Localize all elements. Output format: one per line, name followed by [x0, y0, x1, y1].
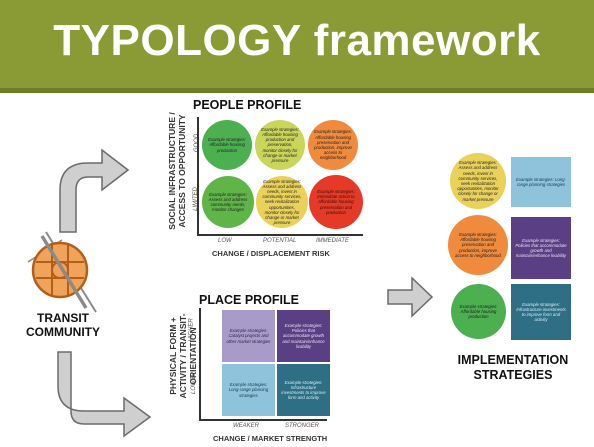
place-y-axis-line — [199, 308, 201, 420]
place-x-axis-line — [199, 419, 327, 421]
people-cell-limited-immediate: Example strategies: Immediate action to … — [309, 175, 363, 229]
place-cell-higher-weaker: Example strategies: Catalyst projects an… — [222, 310, 275, 362]
people-x-tick-low: LOW — [218, 238, 232, 244]
place-cell-higher-stronger: Example strategies: Policies that accomm… — [277, 310, 330, 362]
up-arrow-to-people — [59, 148, 130, 233]
place-cell-lower-stronger: Example strategies: Infrastructure inves… — [277, 364, 330, 416]
people-x-axis-line — [197, 234, 363, 236]
people-cell-limited-low: Example strategies: Assess and address c… — [202, 176, 254, 228]
transit-community-label: TRANSIT COMMUNITY — [26, 311, 100, 339]
header-divider — [0, 88, 594, 93]
place-x-tick-stronger: STRONGER — [285, 423, 320, 429]
slide-title: TYPOLOGY framework — [53, 16, 541, 65]
people-x-tick-immediate: IMMEDIATE — [316, 238, 349, 244]
header-banner — [0, 0, 594, 88]
people-x-tick-potential: POTENTIAL — [263, 238, 297, 244]
people-cell-limited-potential: Example strategies: Assess and address n… — [256, 176, 308, 228]
people-profile-heading: PEOPLE PROFILE — [193, 98, 302, 112]
impl-box-2: Example strategies: Policies that accomm… — [511, 217, 571, 279]
down-arrow-to-place — [57, 351, 152, 438]
place-cell-lower-weaker: Example strategies: Long-range planning … — [222, 364, 275, 416]
impl-box-1: Example strategies: Long-range planning … — [511, 157, 571, 207]
impl-circle-2: Example strategies: Affordable housing p… — [448, 215, 508, 275]
impl-box-3: Example strategies: Infrastructure inves… — [511, 284, 571, 340]
people-y-axis-line — [197, 117, 199, 235]
people-cell-good-low: Example strategies: Affordable housing p… — [202, 120, 252, 170]
people-x-axis-label: CHANGE / DISPLACEMENT RISK — [212, 249, 330, 258]
transit-community-icon — [27, 231, 97, 313]
impl-circle-3: Example strategies: Affordable housing p… — [451, 284, 506, 339]
place-x-axis-label: CHANGE / MARKET STRENGTH — [213, 434, 328, 443]
place-profile-heading: PLACE PROFILE — [199, 293, 300, 307]
people-cell-good-immediate: Example strategies: Affordable housing p… — [308, 120, 358, 170]
implementation-strategies-label: IMPLEMENTATION STRATEGIES — [457, 353, 569, 382]
right-arrow-to-strategies — [387, 276, 434, 318]
impl-circle-1: Example strategies: Assess and address n… — [450, 153, 506, 209]
place-x-tick-weaker: WEAKER — [233, 423, 260, 429]
people-cell-good-potential: Example strategies: Affordable housing p… — [255, 120, 305, 170]
